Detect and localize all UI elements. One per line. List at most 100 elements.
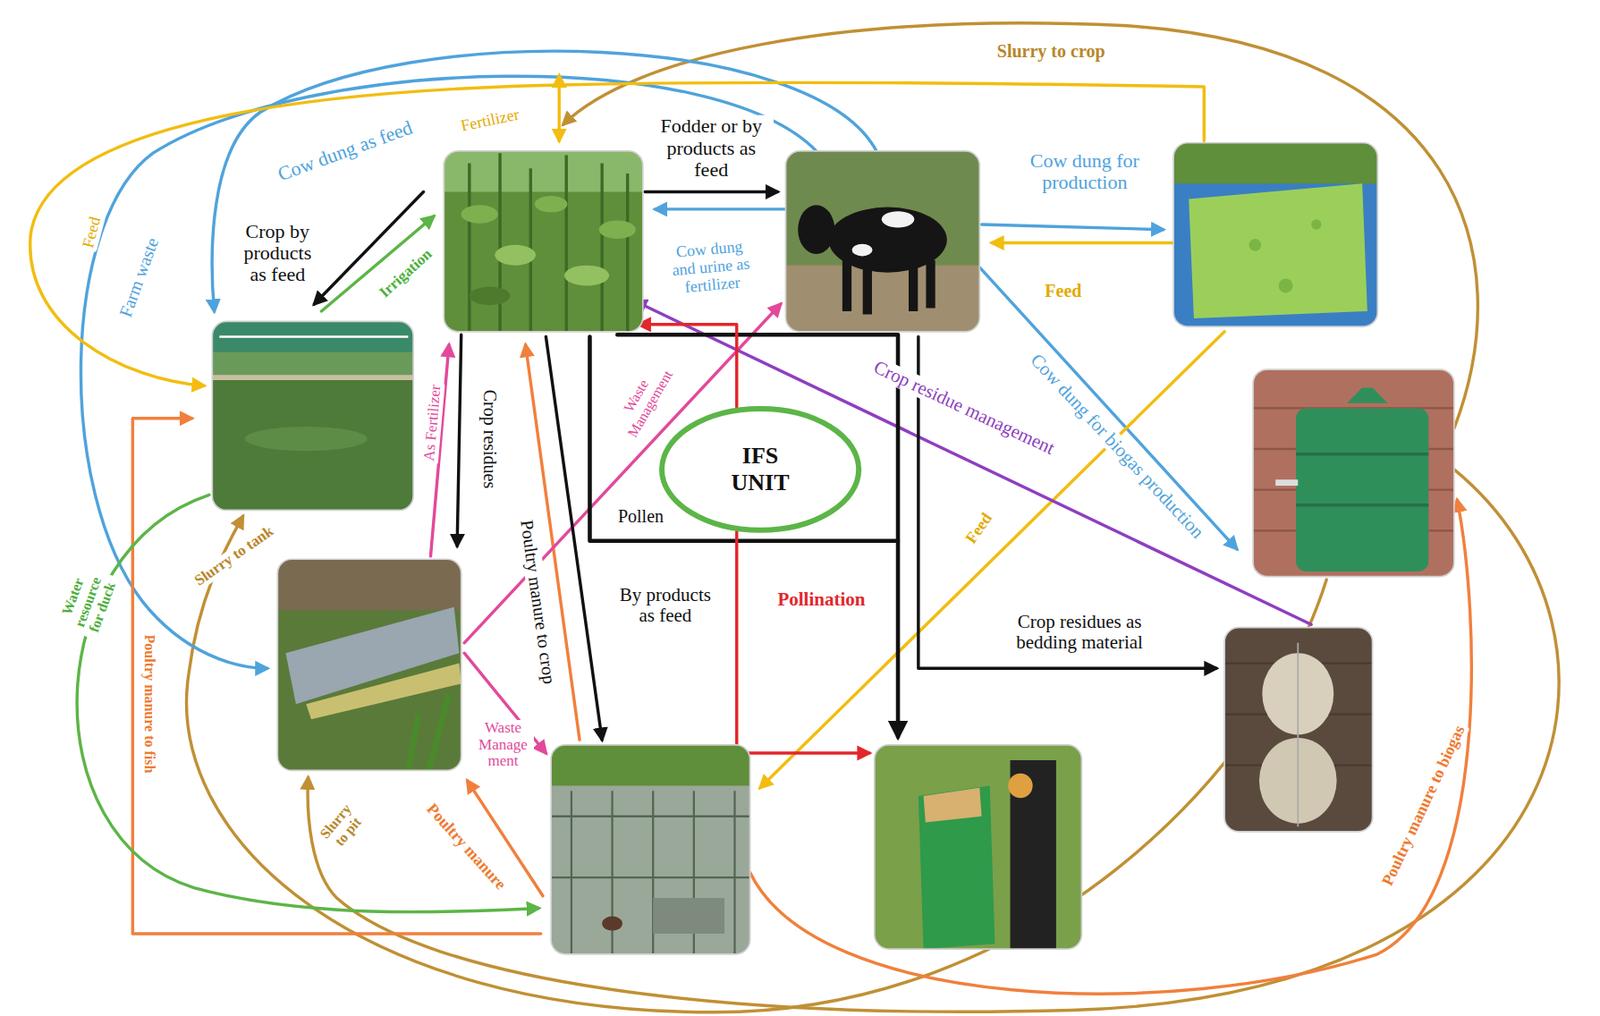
flow-arrows-part [76, 494, 539, 912]
flow-arrows-part [30, 82, 1205, 386]
pond-photo-part [245, 426, 368, 451]
mushroom-photo-part [1296, 643, 1299, 827]
compost-pit-photo-part [277, 558, 461, 610]
azolla-photo [1173, 143, 1378, 327]
poultry-photo-part [550, 744, 750, 955]
flow-label: Farm waste [114, 232, 163, 322]
cow-photo-part [852, 244, 873, 257]
pond-photo [211, 321, 414, 510]
flow-arrows-part [186, 516, 1328, 1012]
poultry-photo [550, 744, 750, 955]
pond-photo-part [211, 374, 414, 381]
flow-label: Poultry manure to biogas [1377, 720, 1470, 892]
flow-label: Poultry manure [421, 798, 511, 896]
pond-photo-part [211, 377, 414, 510]
cow-photo-part [797, 204, 835, 254]
flow-label: Crop residues [480, 386, 500, 492]
azolla-photo-part [1188, 183, 1368, 319]
crop-photo-part [469, 152, 628, 332]
flow-arrows-part [918, 337, 1217, 669]
crop-photo-part [461, 204, 499, 224]
azolla-photo-part [1278, 278, 1294, 293]
flow-label: Cow dung for production [1017, 149, 1152, 193]
poultry-photo-part [550, 744, 750, 787]
biogas-photo-part [1295, 454, 1429, 506]
biogas-photo [1252, 369, 1455, 577]
flow-label: Cow dung and urine as fertilizer [665, 237, 758, 298]
poultry-photo-part [601, 916, 623, 932]
flow-arrows-part [991, 241, 1174, 245]
bee-box-photo-part [874, 744, 1083, 949]
flow-label: Feed [78, 212, 106, 254]
biogas-photo-part [1275, 479, 1298, 486]
compost-pit-photo [277, 558, 461, 771]
flow-label: Slurry to crop [994, 41, 1109, 61]
azolla-photo-part [1173, 143, 1378, 327]
flow-arrows-part [457, 334, 462, 546]
photo-frame [277, 558, 461, 771]
mushroom-photo-part [1224, 627, 1372, 832]
flow-arrows-part [313, 191, 424, 305]
poultry-photo-part [652, 897, 725, 934]
crop-photo [443, 151, 643, 332]
flow-label: Waste Manage ment [471, 719, 534, 771]
cow-photo-part [786, 265, 981, 332]
photo-frame [1252, 369, 1455, 577]
bee-box-photo [874, 744, 1083, 949]
flow-arrows [30, 23, 1559, 1013]
crop-photo-part [443, 151, 643, 193]
flow-label: Water resource for duck [54, 562, 122, 642]
flow-label: Feed [961, 507, 999, 551]
svg-def [30, 23, 1559, 1013]
photo-frame [786, 151, 981, 332]
crop-photo-part [599, 220, 636, 239]
cow-photo-part [881, 211, 915, 228]
flow-label: Fertilizer [456, 104, 524, 136]
crop-photo-part [469, 287, 511, 306]
flow-arrows-part [736, 531, 870, 754]
flow-arrows-part [654, 207, 786, 211]
flow-arrows-part [589, 337, 898, 542]
azolla-photo-part [1311, 219, 1321, 229]
crop-photo-part [534, 195, 568, 212]
compost-pit-photo-part [305, 663, 461, 720]
flow-label: Fodder or by products as feed [648, 115, 774, 181]
crop-photo-part [443, 151, 643, 332]
flow-label: By products as feed [613, 584, 717, 626]
flow-arrows-part [80, 76, 816, 669]
photo-frame [550, 744, 750, 955]
biogas-photo-part [1252, 369, 1455, 577]
flow-label: Waste Management [607, 353, 679, 447]
pond-photo-part [219, 335, 408, 338]
flow-arrows-part [644, 190, 778, 194]
ellipse-shape [661, 408, 859, 531]
flow-label: Irrigation [374, 244, 438, 304]
cow-photo-part [846, 260, 932, 314]
poultry-photo-part [550, 790, 750, 955]
flow-label: Poultry manure to fish [141, 632, 158, 777]
cow-photo [786, 151, 981, 332]
flow-arrows-part [558, 75, 561, 141]
flow-label: Pollen [615, 506, 667, 526]
photo-frame [443, 151, 643, 332]
pond-photo-part [211, 321, 414, 352]
flow-label: Crop by products as feed [232, 220, 322, 287]
photo-frame [1173, 143, 1378, 327]
compost-pit-photo-part [277, 558, 461, 771]
pond-photo-part [211, 321, 414, 510]
biogas-photo-part [1346, 388, 1389, 404]
unit-title: IFS UNIT [719, 442, 801, 497]
flow-label: Crop residues as bedding material [1001, 611, 1159, 653]
azolla-photo-part [1249, 238, 1262, 252]
flow-label: Slurry to pit [314, 798, 369, 855]
compost-pit-photo-part [407, 694, 449, 771]
crop-photo-part [494, 245, 536, 266]
unit-ellipse: IFS UNIT [658, 405, 863, 534]
azolla-photo-part [1173, 143, 1378, 185]
photo-frame [211, 321, 414, 510]
flow-label: Cow dung as feed [271, 115, 418, 187]
cow-photo-part [786, 151, 981, 332]
photo-frame [1224, 627, 1372, 832]
flow-arrows-part [760, 331, 1225, 788]
